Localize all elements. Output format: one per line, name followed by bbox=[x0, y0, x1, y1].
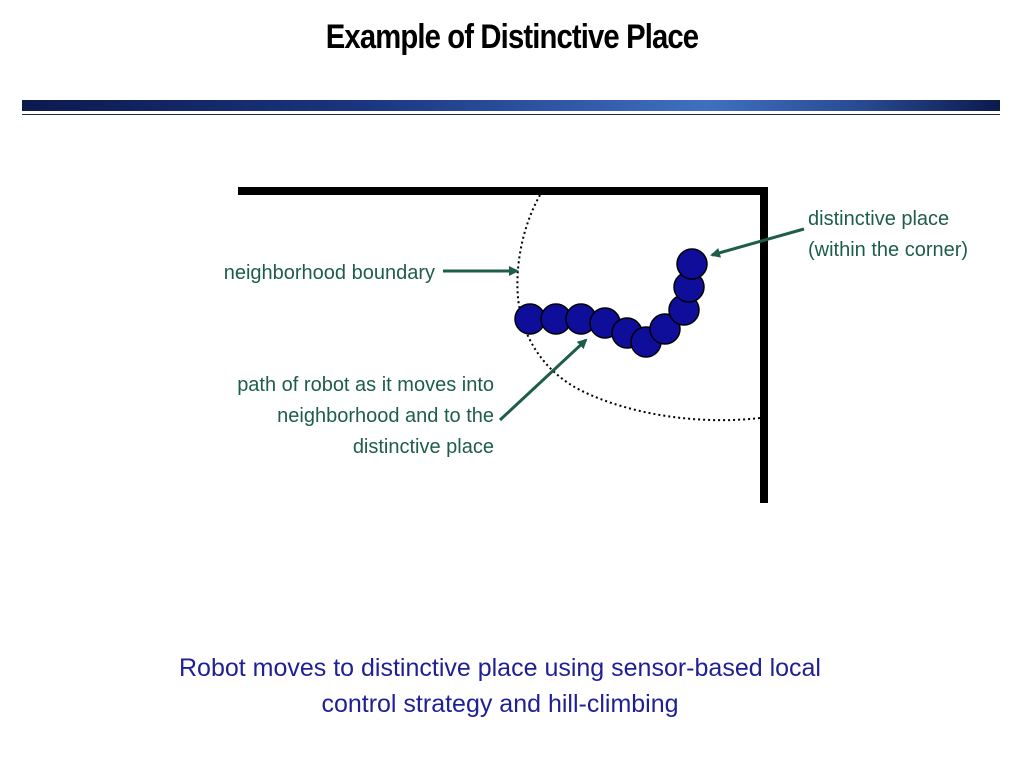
label-neighborhood-boundary: neighborhood boundary bbox=[224, 262, 435, 284]
title-rule-thick bbox=[22, 100, 1000, 111]
label-distinctive-place-line2: (within the corner) bbox=[808, 239, 968, 261]
slide-title: Example of Distinctive Place bbox=[325, 18, 699, 56]
label-path-line1: path of robot as it moves into bbox=[237, 374, 494, 396]
arrow-robot-path bbox=[498, 338, 588, 422]
label-path-line3: distinctive place bbox=[353, 436, 494, 458]
robot-path bbox=[514, 248, 708, 358]
label-distinctive-place-line1: distinctive place bbox=[808, 208, 949, 230]
label-path-line2: neighborhood and to the bbox=[277, 405, 494, 427]
slide-caption: Robot moves to distinctive place using s… bbox=[178, 654, 821, 718]
robot-position-7 bbox=[649, 313, 681, 345]
title-rule-thin bbox=[22, 114, 1000, 115]
arrow-distinctive-place bbox=[710, 227, 805, 258]
robot-position-10 bbox=[676, 248, 708, 280]
